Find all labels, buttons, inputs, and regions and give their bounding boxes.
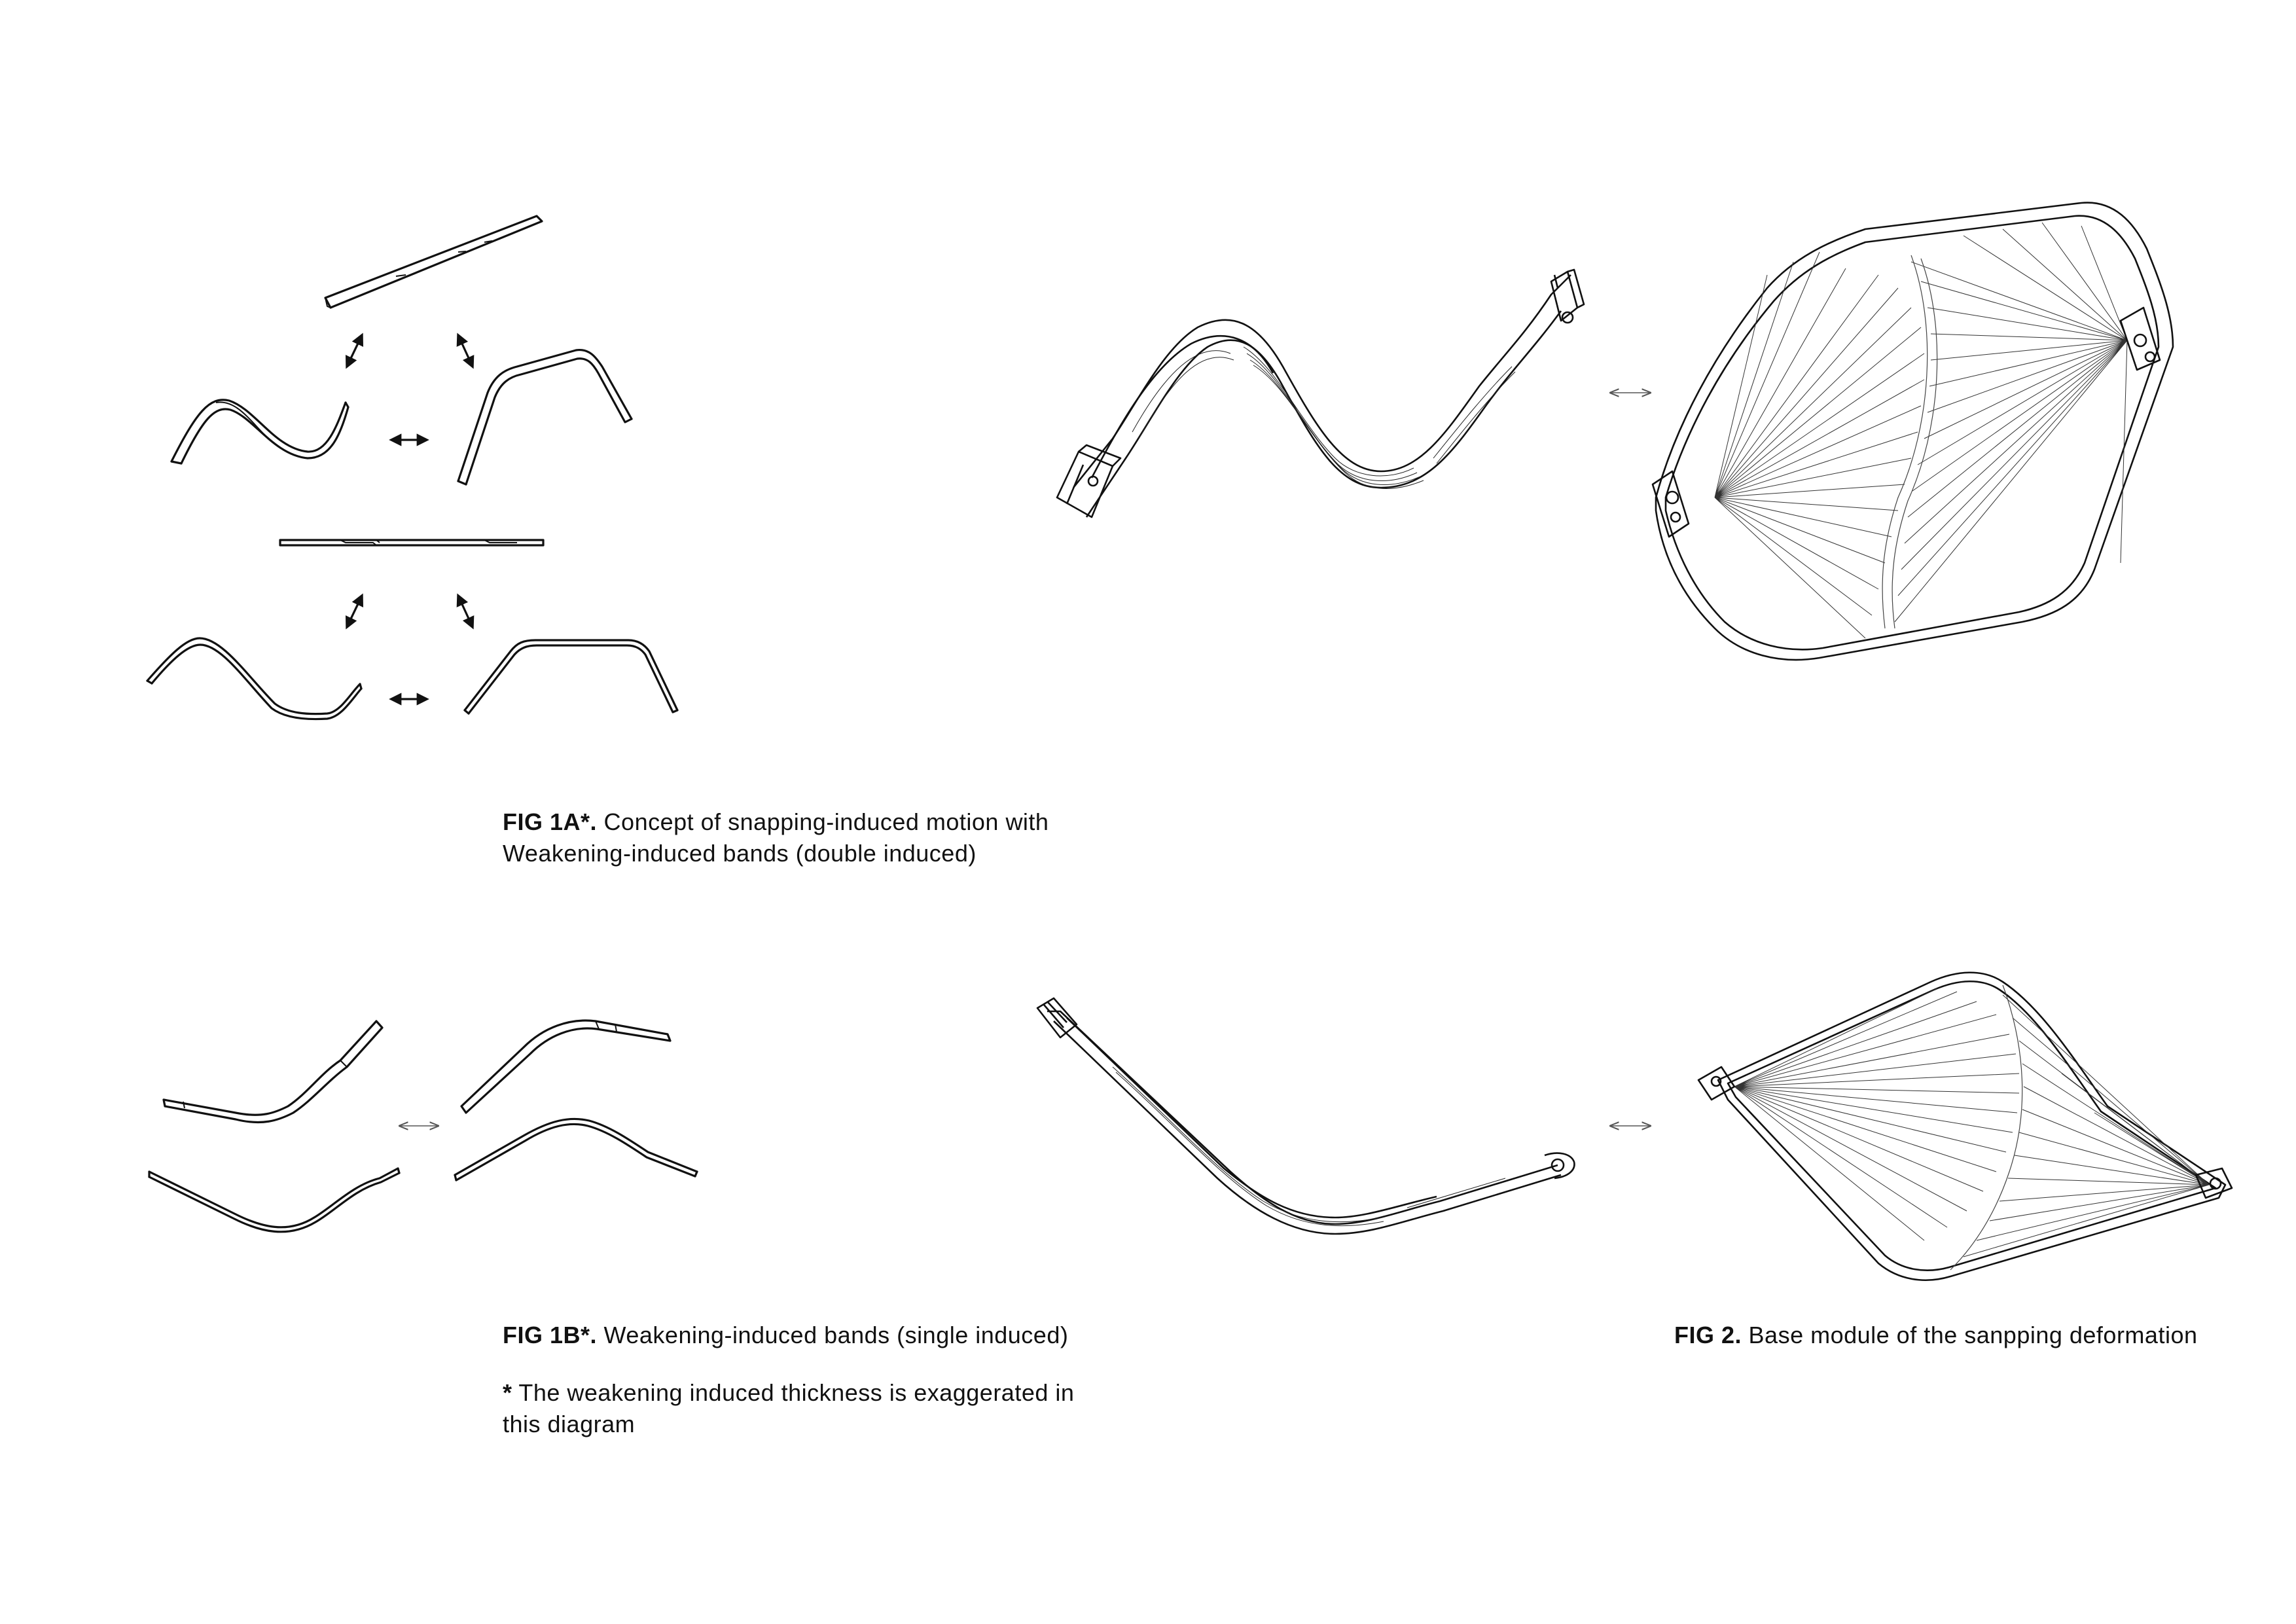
- fig2-fan-bottom-right-hinge: [2195, 1167, 2233, 1199]
- fig2-v-strip-bottom: [1036, 997, 1575, 1235]
- fig2-label: FIG 2.: [1674, 1322, 1742, 1348]
- fig1b-diagram: [148, 1019, 698, 1233]
- fig2-s-strip-top: [1056, 268, 1585, 518]
- fig1a-arrow-lower-left: [345, 593, 364, 630]
- fig1b-lower-left-profile: [148, 1167, 401, 1233]
- fig1a-caption-line1: FIG 1A*. Concept of snapping-induced mot…: [503, 806, 1144, 838]
- fig2-v-strip-right-clamp: [1544, 1152, 1575, 1180]
- fig1b-note: * The weakening induced thickness is exa…: [503, 1377, 1157, 1440]
- fig2-caption-line: FIG 2. Base module of the sanpping defor…: [1674, 1320, 2263, 1351]
- fig1b-caption: FIG 1B*. Weakening-induced bands (single…: [503, 1320, 1157, 1351]
- fig1a-faceted-profile: [463, 639, 679, 715]
- fig1b-upper-left-strip: [162, 1020, 384, 1124]
- fig2-fan-top-right-hinge: [2119, 306, 2161, 371]
- fig2-fan-bottom-left-hinge: [1697, 1066, 1736, 1101]
- fig2-fan-bottom-left-rays: [1734, 988, 2020, 1241]
- fig2-caption: FIG 2. Base module of the sanpping defor…: [1674, 1320, 2263, 1351]
- fig1a-top-flat-strip: [324, 215, 543, 309]
- fig2-fan-top-left-hinge: [1651, 470, 1690, 538]
- fig2-s-strip-left-clamp: [1056, 444, 1122, 518]
- fig1b-label: FIG 1B*.: [503, 1322, 598, 1348]
- fig1b-caption-text: Weakening-induced bands (single induced): [603, 1322, 1069, 1348]
- fig1a-caption-text1: Concept of snapping-induced motion with: [603, 808, 1049, 835]
- fig2-caption-text: Base module of the sanpping deformation: [1748, 1322, 2198, 1348]
- fig1b-caption-line: FIG 1B*. Weakening-induced bands (single…: [503, 1320, 1157, 1351]
- fig1b-upper-right-strip: [460, 1019, 672, 1114]
- fig2-fan-top-left-rays: [1714, 251, 1925, 639]
- fig1b-note-mark: *: [503, 1379, 512, 1406]
- fig1a-caption: FIG 1A*. Concept of snapping-induced mot…: [503, 806, 1144, 869]
- fig1b-lower-right-profile: [454, 1117, 698, 1182]
- fig1a-label: FIG 1A*.: [503, 808, 598, 835]
- fig1a-middle-flat-strip: [279, 539, 545, 547]
- fig2-fan-top-right-rays: [1894, 222, 2128, 623]
- fig2-fan-module-top: [1651, 202, 2174, 661]
- fig2-s-strip-right-clamp: [1550, 268, 1585, 324]
- fig1a-arrow-lower-right: [456, 593, 475, 630]
- fig1a-s-curve-profile: [146, 637, 363, 721]
- fig1b-note-line2: this diagram: [503, 1411, 636, 1437]
- fig1a-arrow-upper-left: [345, 333, 364, 369]
- fig1a-faceted-strip-3d: [457, 349, 633, 486]
- fig1a-s-curve-strip-3d: [170, 399, 350, 465]
- fig1a-arrow-upper-right: [456, 333, 475, 369]
- fig2-fan-bottom-right-rays: [1963, 994, 2210, 1257]
- fig1a-caption-line2: Weakening-induced bands (double induced): [503, 840, 977, 867]
- fig1b-note-text1: The weakening induced thickness is exagg…: [518, 1379, 1075, 1406]
- fig2-s-strip-hatching: [1132, 346, 1516, 489]
- fig1a-diagram: [146, 215, 679, 721]
- fig1b-note-line1: * The weakening induced thickness is exa…: [503, 1377, 1157, 1409]
- fig2-fan-module-bottom: [1697, 971, 2233, 1282]
- fig2-v-strip-left-clamp: [1036, 997, 1078, 1039]
